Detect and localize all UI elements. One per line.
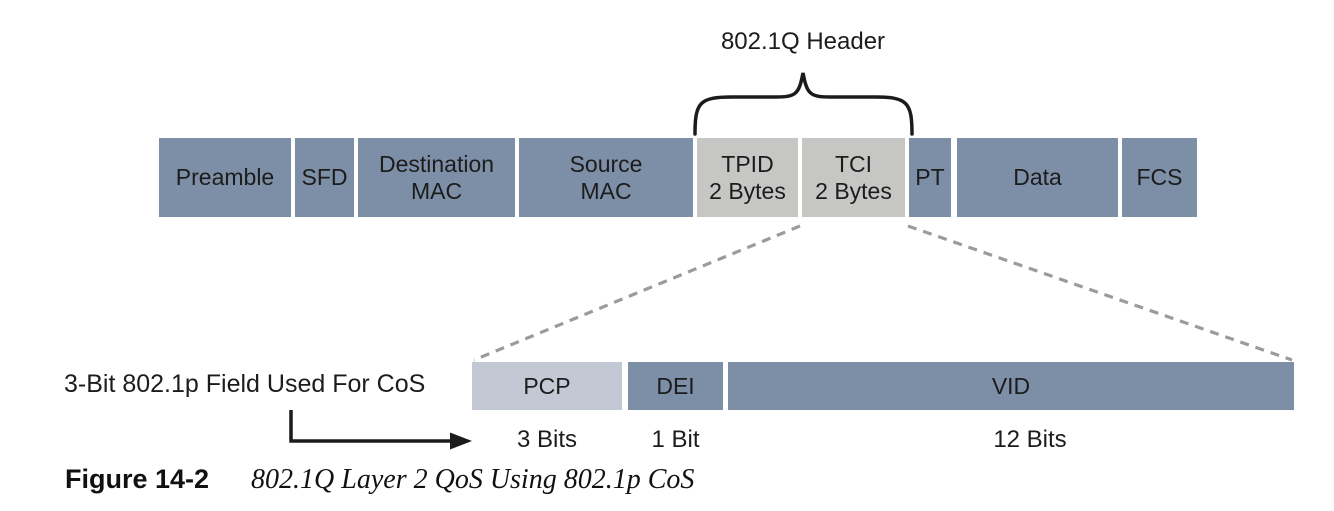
frame-field-sfd: SFD (295, 138, 354, 217)
frame-field-label-line2: 2 Bytes (709, 177, 786, 204)
figure-caption-title: 802.1Q Layer 2 QoS Using 802.1p CoS (251, 464, 695, 495)
cos-arrowhead-icon (450, 432, 472, 450)
frame-field-tci: TCI 2 Bytes (802, 138, 905, 217)
frame-field-source-mac: Source MAC (519, 138, 693, 217)
frame-field-destination-mac: Destination MAC (358, 138, 515, 217)
frame-field-fcs: FCS (1122, 138, 1197, 217)
frame-field-preamble: Preamble (159, 138, 291, 217)
tci-field-vid: VID (728, 362, 1294, 410)
frame-field-label: TPID (721, 150, 774, 177)
frame-field-label: Data (1013, 164, 1062, 190)
frame-field-label: Source (569, 150, 643, 177)
bit-label-pcp: 3 Bits (516, 426, 578, 453)
frame-field-data: Data (957, 138, 1118, 217)
tci-field-pcp: PCP (472, 362, 622, 410)
expansion-dashed-line-right (907, 224, 1293, 362)
tci-field-label: DEI (656, 372, 695, 399)
frame-field-label: Preamble (175, 164, 275, 190)
bit-label-dei: 1 Bit (651, 426, 700, 453)
tci-field-dei: DEI (628, 362, 723, 410)
tci-field-label: PCP (523, 372, 571, 399)
frame-field-label: PT (915, 164, 945, 190)
header-brace-label: 802.1Q Header (720, 28, 886, 55)
cos-note-text: 3-Bit 802.1p Field Used For CoS (64, 370, 426, 398)
curly-brace-icon (693, 72, 914, 136)
figure-caption: Figure 14-2 802.1Q Layer 2 QoS Using 802… (65, 464, 694, 496)
frame-field-pt: PT (909, 138, 951, 217)
frame-field-label: TCI (834, 150, 873, 177)
expansion-dashed-line-left (473, 224, 801, 362)
frame-field-label-line2: MAC (580, 177, 632, 204)
frame-field-label-line2: 2 Bytes (815, 177, 892, 204)
cos-arrow-line (289, 410, 452, 443)
frame-field-label: FCS (1136, 164, 1183, 190)
frame-field-label: Destination (378, 150, 495, 177)
figure-caption-number: Figure 14-2 (65, 464, 210, 494)
frame-field-label: SFD (301, 164, 348, 190)
frame-field-tpid: TPID 2 Bytes (697, 138, 798, 217)
tci-field-label: VID (991, 372, 1031, 399)
frame-field-label-line2: MAC (410, 177, 463, 204)
bit-label-vid: 12 Bits (993, 426, 1067, 453)
